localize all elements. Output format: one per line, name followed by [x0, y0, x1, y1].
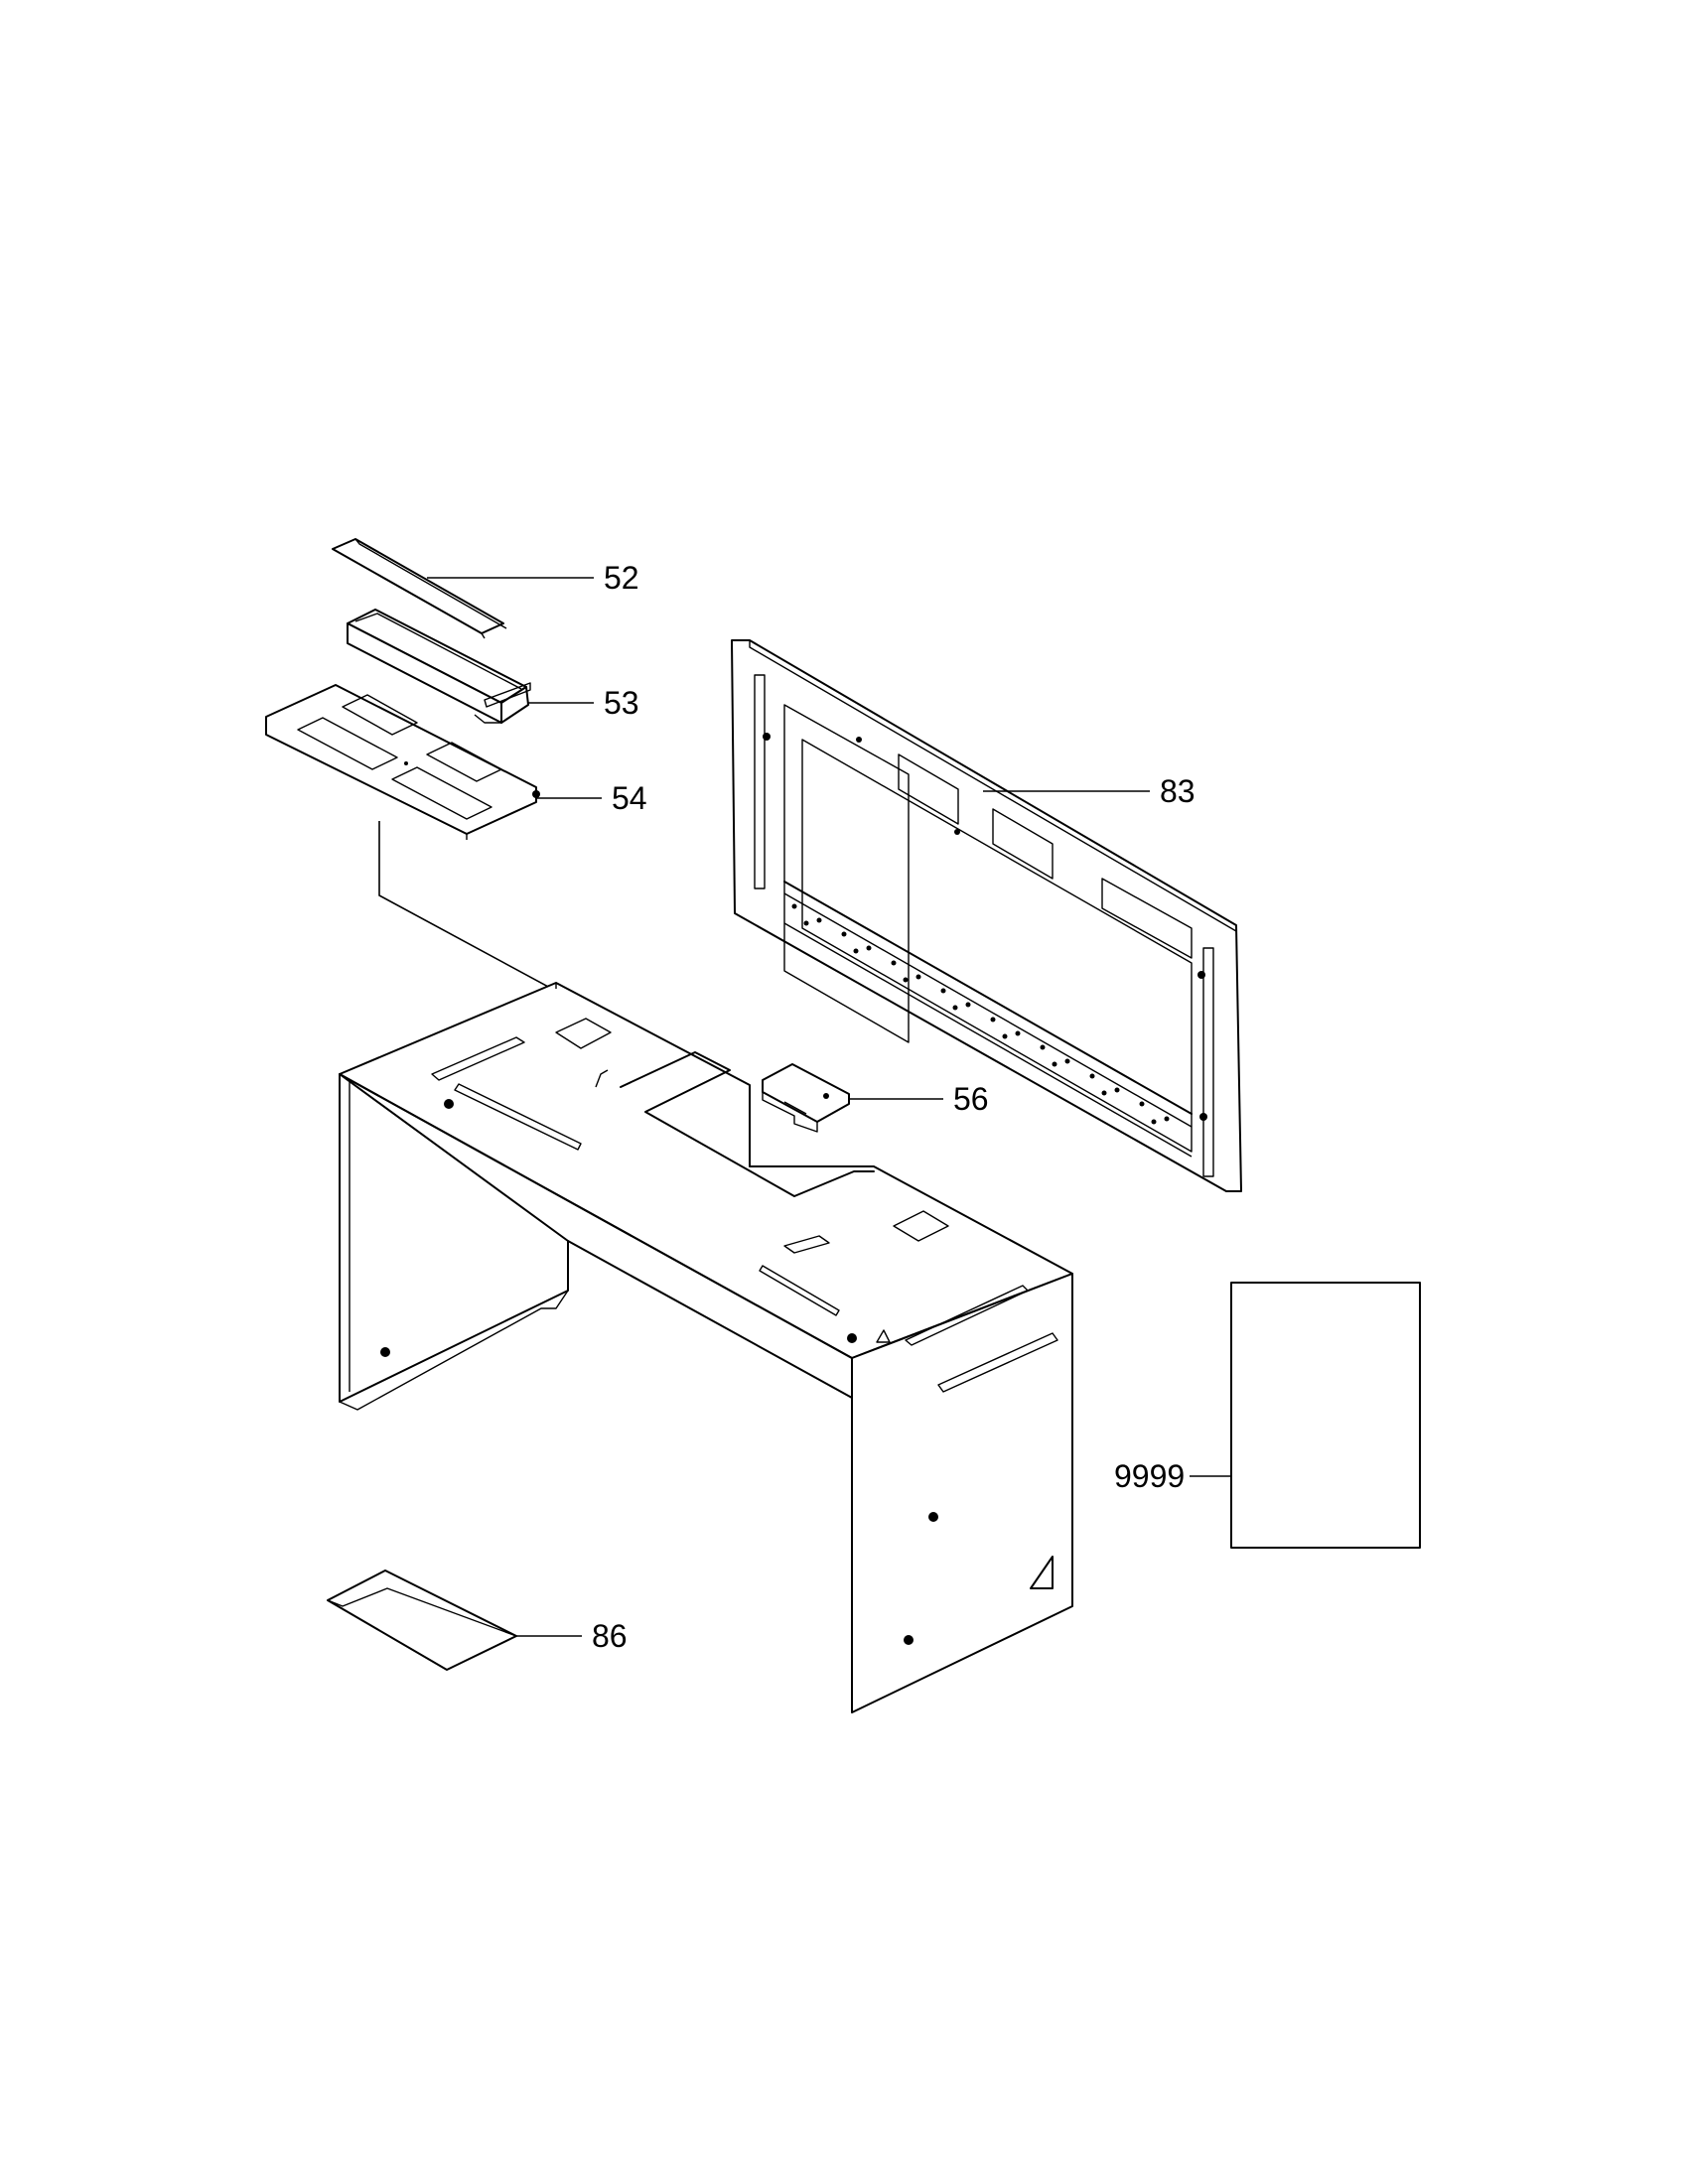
vent-hole-row	[791, 903, 1170, 1125]
cabinet-wrapper[interactable]	[339, 982, 1073, 1713]
callout-56: 56	[953, 1081, 989, 1117]
callout-83: 83	[1160, 773, 1196, 809]
callout-53: 53	[604, 685, 639, 721]
callout-86: 86	[592, 1618, 628, 1654]
part-53-channel[interactable]	[347, 609, 531, 724]
part-9999-manual[interactable]	[1230, 1282, 1421, 1549]
callout-9999: 9999	[1114, 1458, 1185, 1494]
part-52-strip[interactable]	[332, 538, 507, 639]
callout-52: 52	[604, 560, 639, 596]
part-54-base-plate[interactable]	[265, 684, 540, 840]
part-56-bracket[interactable]	[762, 1063, 850, 1133]
callout-54: 54	[612, 780, 647, 816]
part-86-parts-bag[interactable]	[327, 1570, 517, 1671]
part-83-mounting-plate[interactable]	[731, 639, 1242, 1192]
